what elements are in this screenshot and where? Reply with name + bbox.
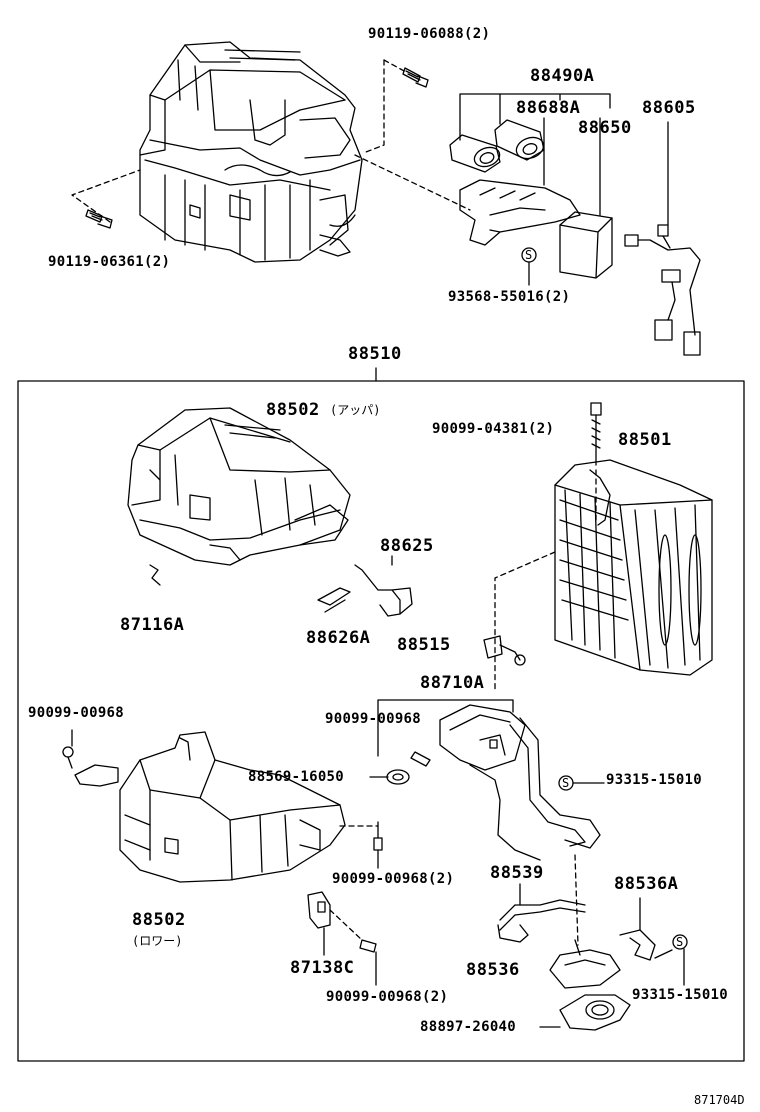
label-screw-bottom: 90099-00968(2) (326, 989, 449, 1005)
label-relay-b: 88605 (642, 98, 696, 118)
label-upper-case: 88502 (266, 400, 320, 420)
label-lower-case: 88502 (132, 910, 186, 930)
wire-harness-icon (624, 224, 701, 356)
label-clip-mid: 88626A (306, 628, 371, 648)
seal-icon (559, 994, 631, 1031)
label-lower-case-note: (ロワー) (132, 934, 183, 948)
label-o-ring-bottom: 93315-15010 (632, 987, 729, 1003)
clip-mid-icon (317, 587, 351, 613)
label-evaporator: 88501 (618, 430, 672, 450)
bolt-top-icon (402, 67, 429, 88)
label-upper-case-note: (アッパ) (330, 403, 381, 417)
figure-code: 871704D (694, 1093, 745, 1107)
clip-lower-left-icon (62, 746, 119, 787)
evaporator-icon (554, 459, 713, 676)
label-relay-kit: 88490A (530, 66, 595, 86)
screw-top-icon (590, 402, 602, 466)
label-relay-c: 88650 (578, 118, 632, 138)
label-pressure-switch: 88515 (397, 635, 451, 655)
label-o-ring-right: 93315-15010 (606, 772, 703, 788)
pipe-88539-icon (497, 899, 586, 943)
label-expansion-valve: 88710A (420, 673, 485, 693)
bracket-icon (307, 891, 331, 929)
label-screw-top: 90099-04381(2) (432, 421, 555, 437)
relay-box-icon (559, 211, 613, 279)
label-seal: 88897-26040 (420, 1019, 517, 1035)
label-pipe-b: 88536A (614, 874, 679, 894)
label-screw-left: 90099-00968 (28, 705, 125, 721)
pressure-switch-icon (483, 635, 526, 666)
label-clip-left: 87116A (120, 615, 185, 635)
upper-case-icon (127, 407, 351, 566)
s-mark-o-ring-right: S (562, 776, 570, 790)
label-screw-case: 90099-00968(2) (332, 871, 455, 887)
expansion-valve-icon (439, 704, 601, 861)
label-pipe-c: 88536 (466, 960, 520, 980)
lower-case-icon (119, 731, 346, 883)
o-ring-icon (386, 769, 410, 785)
thermistor-icon (354, 564, 413, 617)
label-screw-bracket: 93568-55016(2) (448, 289, 571, 305)
label-o-ring: 88569-16050 (248, 769, 345, 785)
label-relay-a: 88688A (516, 98, 581, 118)
screw-bottom-icon (359, 939, 377, 953)
s-mark-bracket: S (525, 248, 533, 262)
screw-case-icon (373, 821, 383, 851)
label-bolt-left: 90119-06361(2) (48, 254, 171, 270)
pipe-88536A-icon (619, 929, 656, 961)
label-pipe-a: 88539 (490, 863, 544, 883)
relay-bracket-icon (459, 179, 581, 246)
clip-left-icon (149, 564, 161, 586)
label-screw-valve: 90099-00968 (325, 711, 422, 727)
assembly-frame (17, 380, 745, 1062)
cooling-unit-top (139, 41, 363, 263)
label-bracket: 87138C (290, 958, 355, 978)
relay-cylinders-icon (449, 119, 545, 173)
label-thermistor: 88625 (380, 536, 434, 556)
s-mark-bottom: S (676, 935, 684, 949)
label-assembly: 88510 (348, 344, 402, 364)
bolt-left-icon (85, 209, 113, 229)
pipe-88536-icon (549, 939, 621, 989)
label-bolt-top: 90119-06088(2) (368, 26, 491, 42)
screw-valve-icon (410, 751, 431, 767)
